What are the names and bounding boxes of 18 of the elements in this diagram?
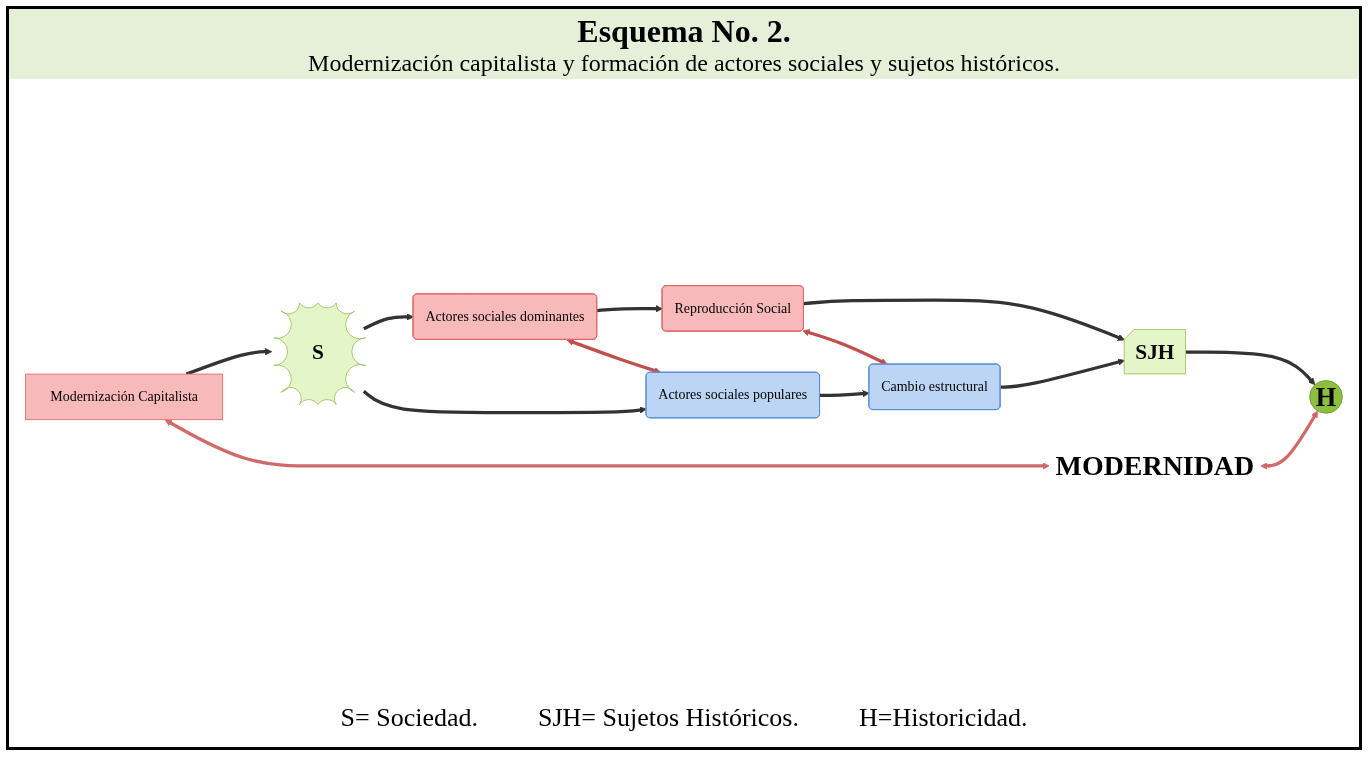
arrow xyxy=(819,389,870,397)
node-circle: H xyxy=(1309,379,1343,414)
arrow xyxy=(802,328,888,365)
arrow xyxy=(1260,410,1318,470)
diagram-title: Esquema No. 2. xyxy=(577,13,791,50)
arrow xyxy=(1185,350,1316,385)
node-box: Modernización Capitalista xyxy=(25,373,224,420)
node-text: MODERNIDAD xyxy=(1055,450,1255,481)
abbreviation-note: SJH= Sujetos Históricos. xyxy=(538,703,799,733)
arrow xyxy=(803,298,1125,341)
arrow xyxy=(566,338,662,374)
arrow xyxy=(362,389,647,414)
arrow xyxy=(1000,358,1125,389)
arrow xyxy=(164,419,1050,470)
abbreviation-note: S= Sociedad. xyxy=(340,703,478,733)
abbreviation-note: H=Historicidad. xyxy=(858,703,1028,733)
diagram-subtitle: Modernización capitalista y formación de actores sociales y sujetos históricos. xyxy=(308,50,1060,77)
arrow xyxy=(597,304,663,312)
